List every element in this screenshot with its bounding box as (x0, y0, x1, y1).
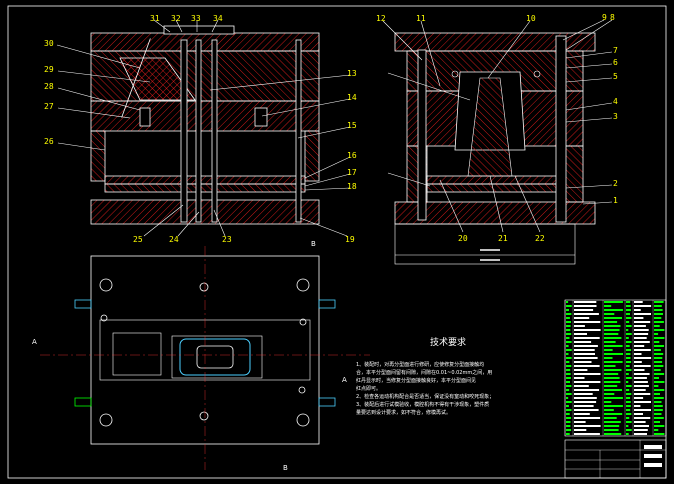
label-29: 29 (44, 65, 54, 74)
title-block (564, 439, 667, 479)
label-18: 18 (347, 182, 357, 191)
label-13: 13 (347, 69, 357, 78)
label-12: 12 (376, 14, 386, 23)
label-16: 16 (347, 151, 357, 160)
label-32: 32 (171, 14, 181, 23)
label-28: 28 (44, 82, 54, 91)
tech-requirement-line: 2、检查各运动机构配合是否适当，保证没有窒动和咬死现象； (356, 393, 494, 400)
label-7: 7 (613, 46, 618, 55)
label-2: 2 (613, 179, 618, 188)
front-section-view (90, 25, 320, 225)
label-30: 30 (44, 39, 54, 48)
label-11: 11 (416, 14, 426, 23)
side-view-callouts (382, 19, 613, 233)
label-33: 33 (191, 14, 201, 23)
side-view-labels: 12 11 10 9 8 7 6 5 4 3 2 1 20 21 22 (376, 13, 618, 243)
label-9: 9 (602, 13, 607, 22)
drawing-frame (7, 5, 667, 479)
label-26: 26 (44, 137, 54, 146)
tech-requirement-line: 红丹显示时，当修复分型面接触良好，本平分型面间见 (356, 377, 476, 384)
tech-requirements-title: 技术要求 (430, 336, 466, 348)
section-mark-a-left: A (32, 338, 37, 346)
label-25: 25 (133, 235, 143, 244)
label-31: 31 (150, 14, 160, 23)
label-24: 24 (169, 235, 179, 244)
section-mark-b-bottom: B (283, 464, 288, 472)
technical-requirements: 技术要求 1、装配时，对再分型面进行修研，应使修复分型面接触均 合，本平分型面间… (356, 336, 494, 416)
side-section-view (394, 32, 596, 265)
label-21: 21 (498, 234, 508, 243)
label-22: 22 (535, 234, 545, 243)
label-8: 8 (610, 13, 615, 22)
label-17: 17 (347, 168, 357, 177)
label-3: 3 (613, 112, 618, 121)
label-20: 20 (458, 234, 468, 243)
section-mark-b-top: B (311, 240, 316, 248)
label-10: 10 (526, 14, 536, 23)
tech-requirement-line: 合，本平分型面间留有间隙，间隙在0.01~0.02mm之间，用 (356, 369, 492, 376)
label-34: 34 (213, 14, 223, 23)
parts-list-table (564, 299, 667, 437)
label-6: 6 (613, 58, 618, 67)
front-view-callouts (56, 19, 351, 237)
label-15: 15 (347, 121, 357, 130)
tech-requirement-line: 红点即可。 (356, 385, 381, 392)
label-5: 5 (613, 72, 618, 81)
plan-view (40, 246, 370, 470)
section-mark-a-right: A (342, 376, 347, 384)
label-27: 27 (44, 102, 54, 111)
front-view-labels: 31 32 33 34 30 29 28 27 26 13 14 15 16 1… (44, 14, 357, 244)
tech-requirement-line: 3、装配后进行试模验收，模腔机构不得有干涉现象，塑件质 (356, 401, 489, 408)
label-4: 4 (613, 97, 618, 106)
section-marks: B B A A (32, 240, 347, 472)
tech-requirement-line: 1、装配时，对再分型面进行修研，应使修复分型面接触均 (356, 361, 484, 368)
tech-requirement-line: 量要达到设计要求，如不符合，修模再试。 (356, 409, 451, 416)
label-23: 23 (222, 235, 232, 244)
label-19: 19 (345, 235, 355, 244)
label-1: 1 (613, 196, 618, 205)
label-14: 14 (347, 93, 357, 102)
